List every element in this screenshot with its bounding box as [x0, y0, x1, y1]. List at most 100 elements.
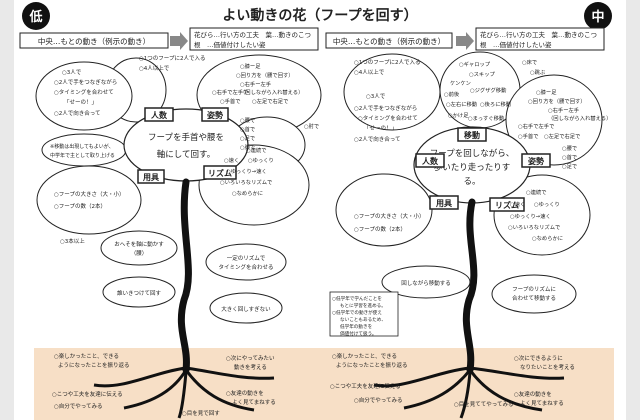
- right-center-line3: る。: [463, 177, 480, 187]
- left-root-6: ○目を見で回す: [182, 410, 220, 417]
- right-top-2: ○4人以上で: [354, 68, 385, 76]
- right-petal-tool: [335, 173, 433, 247]
- left-posture-1: ○膝ー足: [240, 62, 261, 70]
- right-petal-rhythm: [493, 174, 591, 256]
- right-root-2b: なりたいことを考える: [520, 364, 575, 371]
- right-flower: 中央…もとの動き（例示の動き） 花びら…行い方の工夫 葉…動きのこつ 根 …価値…: [325, 27, 611, 419]
- right-move-9: ○まっすぐ移動: [468, 114, 504, 122]
- grade-badge-low-text: 低: [28, 9, 42, 25]
- right-rhythm-2: ○ゆっくり: [534, 201, 560, 208]
- left-posture-2: ○回り方を（腰で回す）: [236, 71, 294, 79]
- left-roots: [93, 366, 275, 419]
- right-move-5: ○前後: [444, 90, 460, 98]
- left-root-3: ○こつや工夫を友達に伝える: [52, 390, 123, 398]
- left-root-4a: ○友達の動きを: [226, 389, 264, 397]
- right-note-3: ○低学年での動きが使え: [332, 309, 382, 316]
- right-move-8: ○かけ足: [448, 112, 469, 119]
- left-center-box-text: 中央…もとの動き（例示の動き）: [38, 36, 150, 46]
- right-root-3: ○こつや工夫を友達に伝える: [330, 382, 401, 390]
- left-side-small: ○肘で: [304, 122, 319, 130]
- right-rhythm-5: ○なめらかに: [532, 235, 563, 242]
- left-posture-3: ○右手ー左手: [240, 80, 272, 88]
- left-label-tool: [137, 169, 165, 184]
- right-center-box-text: 中央…もとの動き（例示の動き）: [333, 36, 445, 46]
- left-people-4: 「せーの！」: [64, 99, 97, 106]
- left-posture-5: ○右手で左手で: [212, 88, 248, 96]
- right-label-people: [415, 153, 445, 168]
- right-stem: [462, 198, 478, 374]
- left-tool-2: ○フープの数（2本）: [54, 202, 106, 210]
- right-move-7: ○後ろに移動: [480, 100, 511, 108]
- left-posture2-1: ○腰で: [240, 117, 255, 124]
- right-note-box: [329, 291, 399, 337]
- left-label-rhythm-text: リズム: [208, 168, 232, 178]
- left-label-rhythm: [203, 165, 237, 180]
- left-leaf-2: [205, 243, 287, 281]
- left-center-line1: フープを手首や腰を: [148, 132, 224, 143]
- right-root-1b: ようになったことを振り返る: [336, 361, 408, 369]
- right-leaf-1: [381, 265, 471, 299]
- right-center-box: [325, 32, 453, 49]
- right-posture-4: （回しながら入れ替える）: [548, 114, 611, 122]
- right-people-1: ○3人で: [366, 93, 386, 100]
- right-label-move-text: 移動: [464, 130, 480, 140]
- right-posture-3: ○右手ー左手: [548, 106, 580, 114]
- right-label-posture-text: 姿勢: [528, 156, 544, 166]
- page-title: よい動きの花（フープを回す）: [222, 7, 417, 24]
- right-move-4: ○ジグザグ移動: [470, 86, 506, 94]
- left-center-line2: 軸にして回す。: [157, 149, 215, 160]
- right-rhythm-3: ○ゆっくり→速く: [510, 213, 551, 220]
- right-tool-1: ○フープの大きさ（大・小）: [354, 212, 424, 220]
- right-rhythm-1: ○速く: [510, 201, 525, 208]
- right-root-1a: ○楽しかったこと、できる: [332, 352, 397, 360]
- right-people-5: ○2人で向き合って: [354, 135, 401, 143]
- right-petal-posture: [505, 74, 603, 166]
- right-center-line2: 歩いたり走ったりす: [434, 162, 511, 173]
- right-move-6: ○左右に移動: [446, 100, 477, 108]
- left-label-people: [144, 107, 174, 122]
- right-label-tool: [429, 195, 459, 210]
- right-move-2: ○スキップ: [469, 71, 496, 78]
- right-arrow: [456, 32, 474, 50]
- right-label-rhythm: [489, 197, 525, 212]
- left-label-posture: [201, 107, 229, 122]
- left-leaf-1: [100, 230, 178, 266]
- left-legend-line1: 花びら…行い方の工夫 葉…動きのこつ: [194, 30, 311, 39]
- right-legend-box: [475, 27, 605, 51]
- right-root-6: ○目を見ててやってみる: [454, 400, 514, 408]
- right-note-6: 価値付けて扱う。: [340, 330, 376, 337]
- left-rhythm-3: ○ゆっくり→速く: [226, 168, 267, 175]
- left-leaf-4-text: 大きく回しすぎない: [221, 305, 271, 313]
- left-people-3: ○タイミングを合わせて: [54, 88, 114, 96]
- right-people-3: ○タイミングを合わせて: [358, 114, 418, 122]
- right-rhythm-top: ○連続で: [526, 188, 547, 196]
- right-posture-b3: ○足で: [562, 163, 577, 170]
- left-root-4b: よく見てまねする: [232, 399, 276, 406]
- left-posture2-3: ○足で: [240, 135, 255, 142]
- left-people-2: ○2人で手をつなぎながら: [54, 78, 117, 86]
- left-center-box: [19, 32, 169, 49]
- left-people-1: ○3人で: [62, 69, 82, 76]
- left-posture2-2: ○首で: [240, 125, 255, 133]
- right-label-rhythm-text: リズム: [495, 200, 519, 210]
- left-root-2a: ○次にやってみたい: [226, 354, 275, 362]
- left-leaf-3: [102, 276, 176, 308]
- left-petal-people: [35, 61, 133, 131]
- left-posture-4: （回しながら入れ替える）: [240, 88, 303, 96]
- right-tool-2: ○フープの数（2本）: [354, 225, 406, 233]
- right-note-1: ○低学年で学んだことを: [332, 295, 382, 302]
- right-label-move: [457, 127, 487, 142]
- left-stem: [177, 178, 192, 374]
- grade-badge-mid-text: 中: [591, 9, 604, 25]
- right-rhythm-4: ○いろいろなリズムで: [508, 223, 560, 231]
- left-root-5: ○自分でやってみる: [54, 402, 103, 410]
- left-flower: 中央…もとの動き（例示の動き） 花びら…行い方の工夫 葉…動きのこつ 根 …価値…: [19, 27, 322, 419]
- right-root-5: ○自分でやってみる: [354, 396, 403, 404]
- left-petal-tool: [36, 165, 142, 235]
- right-center-line1: フープを回しながら、: [430, 148, 515, 159]
- left-label-people-text: 人数: [151, 110, 168, 120]
- left-label-tool-text: 用具: [142, 173, 159, 182]
- left-posture-7: ○左足で右足で: [252, 97, 288, 105]
- grade-badge-low: [22, 2, 50, 30]
- right-move-side-1: ○床で: [522, 58, 537, 66]
